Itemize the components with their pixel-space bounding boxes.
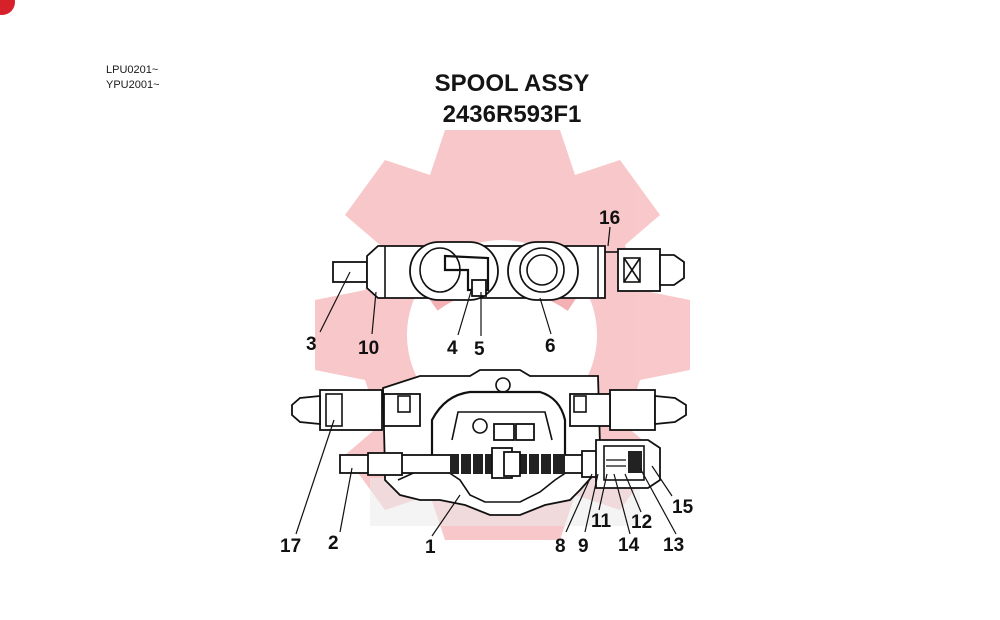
- callout-labels: 16 3 10 4 5 6 17 2 1 8 9 11 12 14 13 15: [280, 208, 694, 558]
- callout-16: 16: [599, 208, 620, 229]
- callout-2: 2: [328, 533, 339, 554]
- callout-11: 11: [591, 511, 612, 532]
- serial-range-2: YPU2001~: [106, 79, 160, 91]
- corner-mark: [0, 0, 15, 15]
- top-view-leaders: [319, 226, 611, 336]
- callout-9: 9: [578, 536, 589, 557]
- callout-14: 14: [618, 535, 640, 556]
- bottom-view-leaders: [295, 419, 677, 537]
- diagram-title: SPOOL ASSY: [434, 70, 590, 97]
- part-number: 2436R593F1: [442, 101, 582, 128]
- top-view-spool: [332, 241, 685, 301]
- serial-range-1: LPU0201~: [106, 64, 159, 76]
- callout-10: 10: [358, 338, 379, 359]
- callout-4: 4: [447, 338, 458, 359]
- bottom-view-valve-body: [291, 369, 687, 516]
- callout-13: 13: [663, 535, 684, 556]
- callout-5: 5: [474, 339, 485, 360]
- callout-15: 15: [672, 497, 694, 518]
- callout-12: 12: [631, 512, 652, 533]
- callout-8: 8: [555, 536, 566, 557]
- callout-17: 17: [280, 536, 301, 557]
- callout-1: 1: [425, 537, 436, 558]
- callout-6: 6: [545, 336, 556, 357]
- callout-3: 3: [306, 334, 317, 355]
